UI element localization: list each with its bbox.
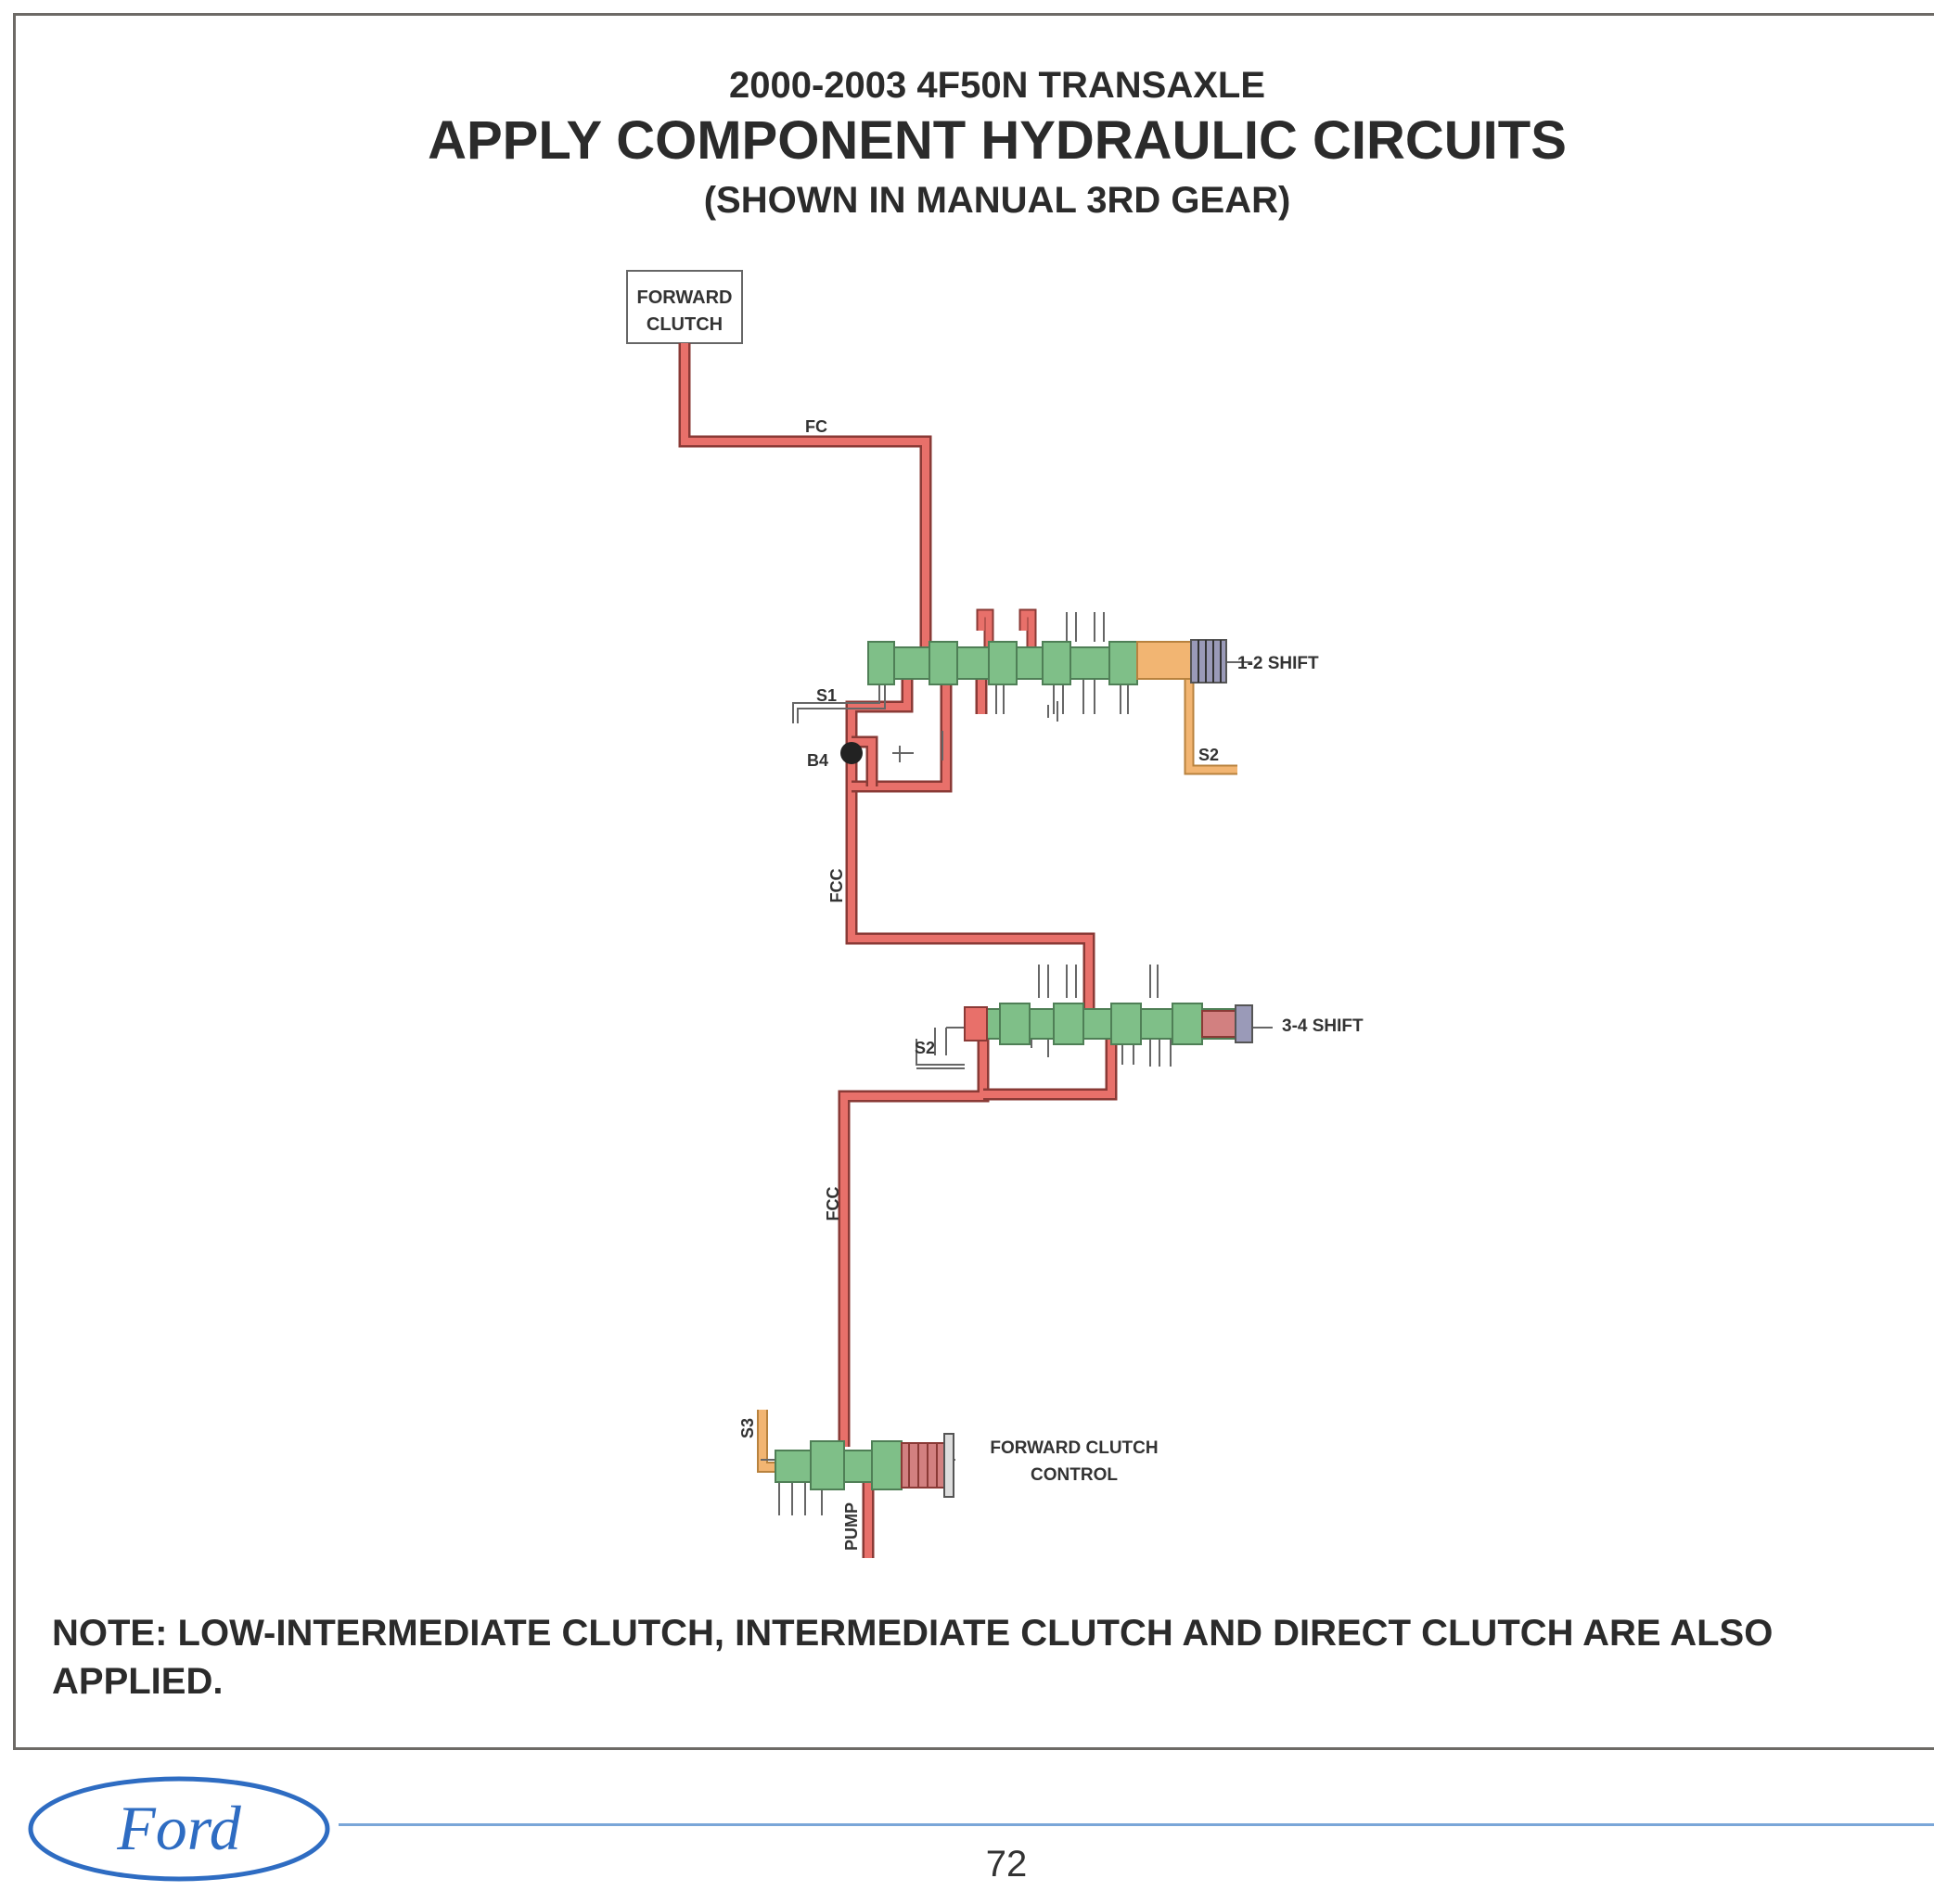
fc-circuit-line [678, 343, 932, 658]
s3-solenoid-line [757, 1410, 779, 1473]
label-s2-lower: S2 [915, 1039, 935, 1057]
fcc-lower-circuit-line [838, 1037, 1118, 1447]
exhaust-ports [761, 612, 1273, 1515]
ford-logo-text: Ford [116, 1793, 241, 1863]
label-b4: B4 [807, 751, 828, 770]
label-fcc-valve-line2: CONTROL [1031, 1465, 1118, 1485]
label-s1: S1 [816, 686, 837, 705]
label-s2-upper: S2 [1198, 746, 1219, 764]
valve-forward-clutch-control [775, 1433, 954, 1498]
forward-clutch-label-line2: CLUTCH [647, 314, 723, 335]
fcc-circuit-line [845, 608, 1095, 1013]
label-pump: PUMP [842, 1502, 861, 1551]
check-ball-b4 [840, 742, 863, 764]
label-s3: S3 [738, 1418, 757, 1438]
gear-caption: (SHOWN IN MANUAL 3RD GEAR) [703, 180, 1291, 221]
label-1-2-shift: 1-2 SHIFT [1237, 654, 1319, 673]
label-fcc-lower: FCC [824, 1187, 842, 1221]
ford-logo: Ford [28, 1776, 330, 1882]
hydraulic-circuit-diagram: FORWARD CLUTCH [626, 270, 1364, 1558]
forward-clutch-label-line1: FORWARD [637, 288, 733, 308]
label-3-4-shift: 3-4 SHIFT [1282, 1016, 1364, 1036]
label-fc: FC [805, 417, 827, 436]
document-subtitle: 2000-2003 4F50N TRANSAXLE [728, 65, 1266, 106]
note-text: NOTE: LOW-INTERMEDIATE CLUTCH, INTERMEDI… [52, 1613, 1774, 1702]
page-number: 72 [985, 1844, 1028, 1885]
footer-rule [339, 1823, 1934, 1826]
page-title: APPLY COMPONENT HYDRAULIC CIRCUITS [428, 110, 1567, 171]
s2-solenoid-line [1184, 668, 1237, 775]
valve-1-2-shift [867, 639, 1227, 685]
label-fcc-valve-line1: FORWARD CLUTCH [990, 1438, 1158, 1458]
forward-clutch-box [626, 270, 743, 344]
label-fcc-upper: FCC [827, 869, 846, 903]
valve-3-4-shift [964, 1003, 1253, 1045]
page-frame [13, 13, 1934, 1750]
